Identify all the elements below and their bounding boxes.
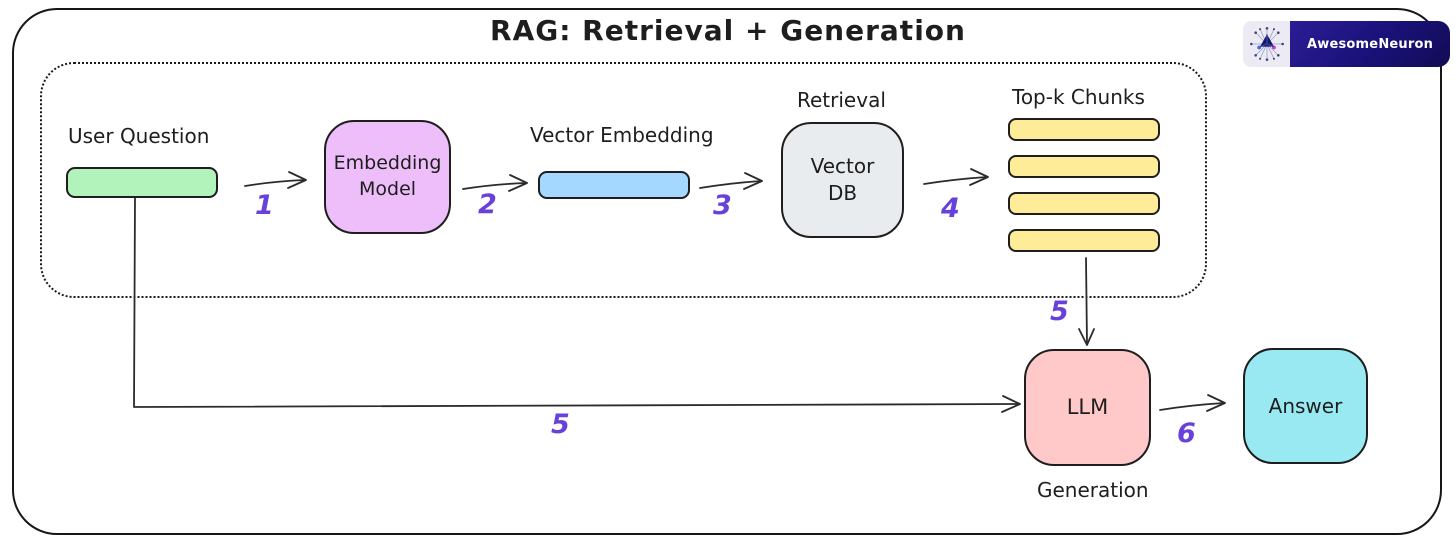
page-title: RAG: Retrieval + Generation (490, 14, 966, 47)
user-question-label: User Question (68, 124, 210, 148)
answer-label: Answer (1268, 393, 1343, 418)
chunk-item (1008, 118, 1160, 141)
retrieval-section-label: Retrieval (797, 88, 886, 112)
chunk-item (1008, 192, 1160, 215)
top-k-chunks-label: Top-k Chunks (1012, 85, 1145, 109)
user-question-node (66, 167, 218, 198)
vector-db-node: Vector DB (781, 122, 904, 238)
step-label-2: 2 (478, 189, 497, 220)
vector-embedding-label: Vector Embedding (530, 123, 714, 147)
step-label-3: 3 (713, 190, 732, 221)
step-label-1: 1 (255, 190, 274, 221)
embedding-model-node: Embedding Model (324, 120, 451, 234)
vector-embedding-node (538, 171, 690, 199)
vector-db-label: Vector DB (810, 154, 875, 205)
step-label-5-chunks: 5 (1050, 296, 1069, 327)
brand-name: AwesomeNeuron (1307, 36, 1434, 52)
brand-tab: AwesomeNeuron (1290, 21, 1451, 67)
outer-frame (12, 8, 1442, 535)
brand-badge: AwesomeNeuron (1243, 21, 1451, 67)
embedding-model-label: Embedding Model (333, 152, 442, 200)
step-label-6: 6 (1177, 418, 1196, 449)
neuron-logo-icon (1243, 21, 1290, 67)
step-label-5-question: 5 (551, 409, 570, 440)
generation-section-label: Generation (1037, 478, 1149, 502)
chunk-item (1008, 229, 1160, 252)
chunk-item (1008, 155, 1160, 178)
llm-label: LLM (1066, 395, 1109, 420)
top-k-chunks-node (1008, 118, 1160, 266)
llm-node: LLM (1024, 349, 1151, 466)
step-label-4: 4 (941, 193, 960, 224)
answer-node: Answer (1243, 348, 1368, 464)
